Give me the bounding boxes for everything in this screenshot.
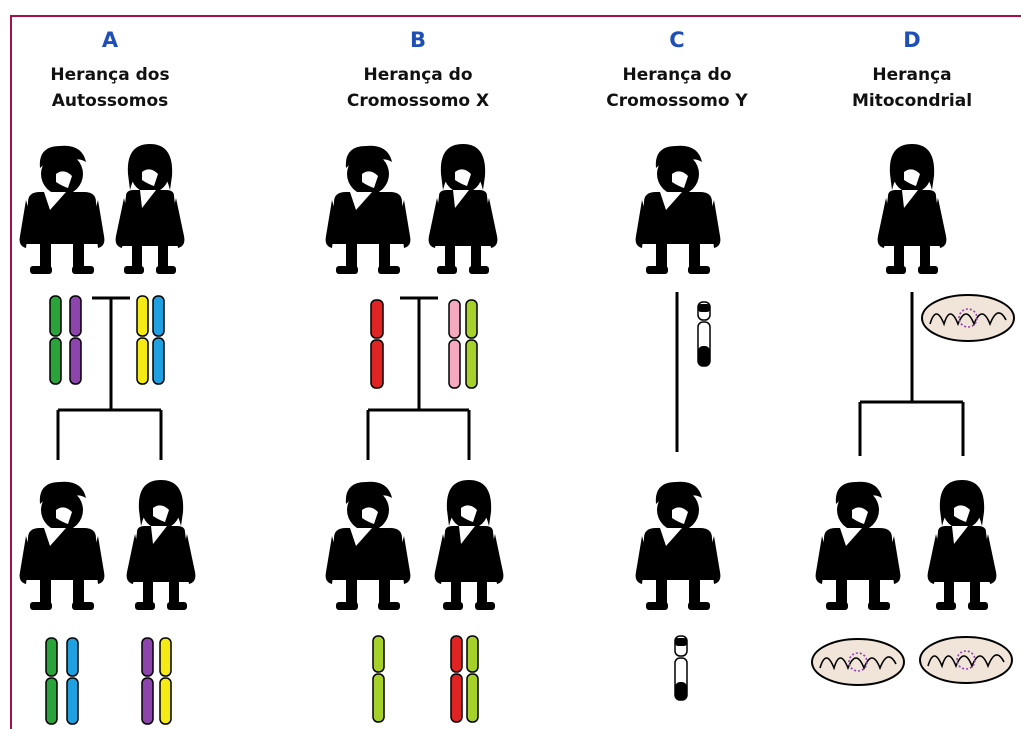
panel-c-diagram	[635, 145, 721, 701]
panel-c-father-icon	[635, 145, 721, 274]
panel-d-mother-icon	[877, 144, 947, 274]
panel-b-son-x-chromosome	[372, 635, 385, 723]
panel-a-daughter-chromosomes	[141, 637, 172, 725]
panel-a-son-chromosomes	[45, 637, 79, 725]
panel-d-daughter-mitochondrion-icon	[919, 636, 1013, 684]
panel-a-title: Herança dos Autossomos	[0, 62, 220, 114]
panel-b-title-line1: Herança do	[363, 65, 473, 85]
panel-c-title-line1: Herança do	[622, 65, 732, 85]
panel-c-son-y-chromosome	[674, 635, 688, 701]
panel-d-title: Herança Mitocondrial	[802, 62, 1021, 114]
panel-a-letter: A	[101, 28, 119, 52]
panel-d-title-line1: Herança	[872, 65, 952, 85]
panel-d-title-line2: Mitocondrial	[851, 91, 973, 111]
panel-b-mother-x-chromosomes	[448, 299, 478, 389]
panel-b-letter: B	[409, 28, 426, 52]
panel-a-father-chromosomes	[49, 295, 82, 385]
panel-b-title: Herança do Cromossomo X	[308, 62, 528, 114]
panel-b-mother-icon	[428, 144, 498, 274]
panel-a-father-icon	[19, 145, 105, 274]
panel-d-letter: D	[903, 28, 921, 52]
panel-a-mother-icon	[115, 144, 185, 274]
panel-b-title-line2: Cromossomo X	[346, 91, 490, 111]
panel-c-letter: C	[669, 28, 685, 52]
panel-b-pedigree-lines	[366, 296, 471, 460]
panel-c-son-icon	[635, 481, 721, 610]
panel-a-son-icon	[19, 481, 105, 610]
panel-b-father-x-chromosome	[370, 299, 384, 389]
panel-a-daughter-icon	[126, 480, 196, 610]
panel-b-daughter-icon	[434, 480, 504, 610]
panel-a-mother-chromosomes	[136, 295, 165, 385]
panel-b-daughter-x-chromosomes	[450, 635, 479, 723]
panel-d-diagram	[811, 144, 1015, 686]
panel-d-son-mitochondrion-icon	[811, 638, 905, 686]
panel-d-daughter-icon	[927, 480, 997, 610]
panel-d-mother-mitochondrion-icon	[921, 294, 1015, 342]
panel-a-pedigree-lines	[56, 296, 163, 460]
panel-b-father-icon	[325, 145, 411, 274]
panel-d-pedigree-lines	[858, 292, 965, 456]
panel-a-title-line2: Autossomos	[51, 91, 169, 111]
panel-c-title: Herança do Cromossomo Y	[567, 62, 787, 114]
panel-d-son-icon	[815, 481, 901, 610]
panel-b-diagram	[325, 144, 504, 723]
panel-a-title-line1: Herança dos	[50, 65, 170, 85]
panel-b-son-icon	[325, 481, 411, 610]
panel-a-diagram	[19, 144, 196, 725]
panel-c-title-line2: Cromossomo Y	[606, 91, 748, 111]
panel-c-father-y-chromosome	[697, 301, 711, 367]
